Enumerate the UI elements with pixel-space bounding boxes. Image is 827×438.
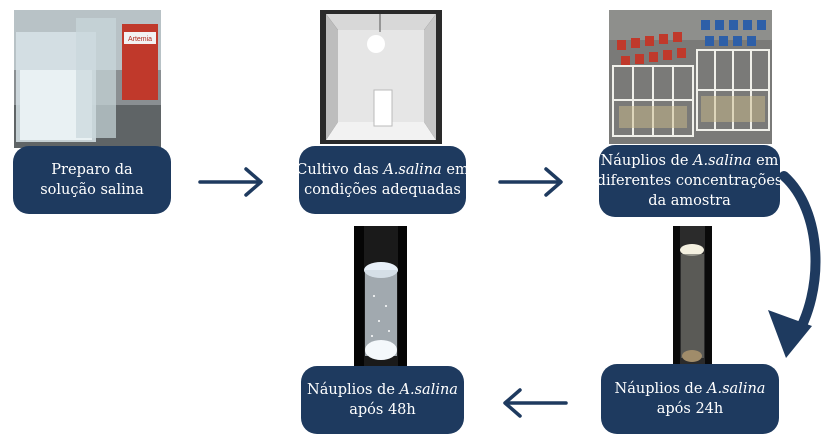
step2-line1: Cultivo das A.salina em [296, 162, 469, 178]
step3-line1: Náuplios de A.salina em [600, 153, 779, 169]
arrow-step1-to-step2 [198, 167, 263, 197]
step3-line3: da amostra [648, 193, 731, 209]
photo-tube-48h [354, 226, 407, 366]
step5-line2: após 48h [349, 402, 416, 418]
photo-culture-chamber [320, 10, 442, 144]
step4-line1: Náuplios de A.salina [614, 381, 766, 397]
step-box-48h: Náuplios de A.salina após 48h [301, 366, 464, 434]
arrow-step4-to-step5 [503, 388, 568, 418]
photo-tube-24h [673, 226, 712, 366]
arrow-step2-to-step3 [498, 167, 563, 197]
step-box-culture: Cultivo das A.salina em condições adequa… [296, 146, 469, 214]
step-box-24h: Náuplios de A.salina após 24h [601, 364, 779, 434]
step5-line1: Náuplios de A.salina [307, 382, 458, 398]
photo-test-tube-racks [609, 10, 772, 144]
step1-line2: solução salina [40, 182, 144, 198]
step4-line2: após 24h [656, 401, 724, 417]
step1-line1: Preparo da [51, 162, 133, 178]
photo-saline-preparation: Artemia [14, 10, 161, 148]
arrow-step3-to-step4-curved [768, 171, 821, 358]
step3-line2: diferentes concentrações [596, 173, 783, 189]
step-box-saline-preparation: Preparo da solução salina [13, 146, 171, 214]
artemia-box-label: Artemia [128, 36, 152, 43]
step-box-concentrations: Náuplios de A.salina em diferentes conce… [596, 145, 783, 217]
step2-line2: condições adequadas [304, 182, 461, 198]
